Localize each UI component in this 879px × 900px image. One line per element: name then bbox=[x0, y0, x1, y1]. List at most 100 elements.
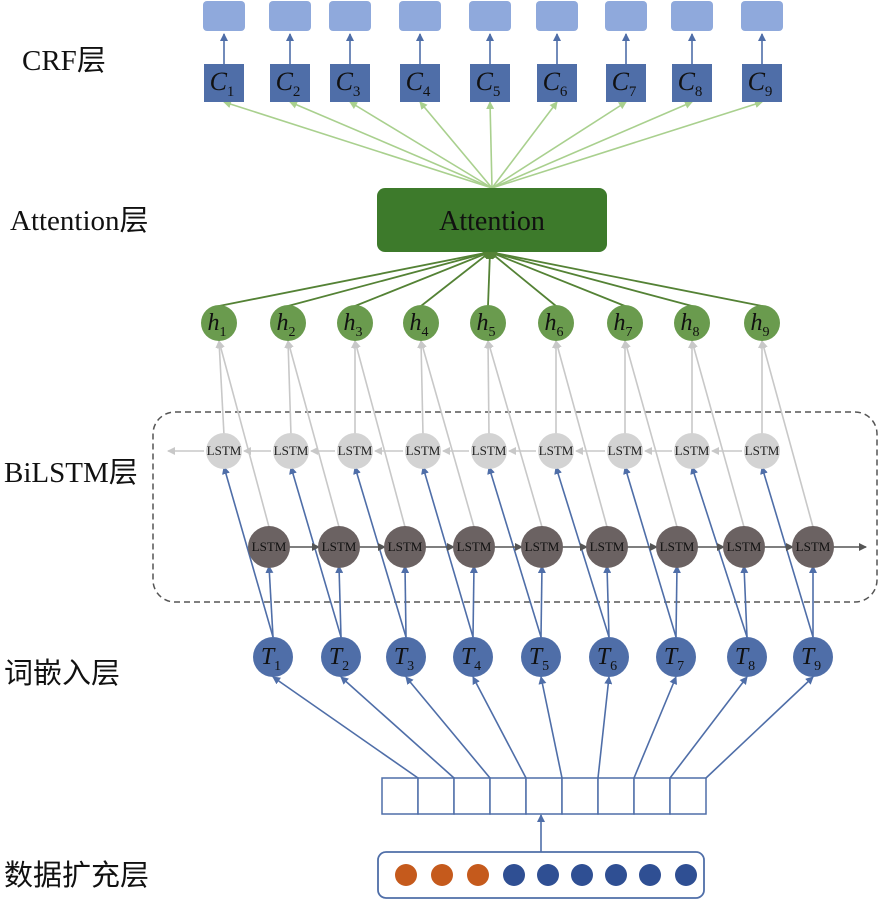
token-node bbox=[386, 637, 426, 677]
edge-token-to-lstm-back bbox=[760, 466, 814, 638]
edge-h-to-attention bbox=[489, 249, 763, 307]
token-node bbox=[253, 637, 293, 677]
hidden-node bbox=[201, 305, 237, 341]
hidden-node-label: h2 bbox=[277, 310, 296, 340]
lstm-forward-label: LSTM bbox=[660, 539, 695, 554]
edge-lstm-back-to-h bbox=[215, 340, 225, 436]
vector-cell bbox=[633, 777, 671, 815]
token-node-label: T3 bbox=[394, 644, 414, 674]
hidden-node-label: h4 bbox=[410, 310, 429, 340]
edge-attention-to-crf bbox=[223, 100, 493, 189]
augmentation-dot bbox=[571, 864, 593, 886]
lstm-backward-label: LSTM bbox=[745, 443, 780, 458]
crf-node bbox=[470, 64, 510, 102]
edge-vector-to-token bbox=[405, 676, 491, 779]
edge-attention-to-crf bbox=[349, 101, 493, 189]
hidden-node bbox=[744, 305, 780, 341]
output-box bbox=[469, 1, 511, 31]
hidden-node-label: h3 bbox=[344, 310, 363, 340]
token-node-label: T9 bbox=[801, 644, 821, 674]
edge-h-to-attention bbox=[489, 249, 693, 307]
crf-node-label: C2 bbox=[276, 67, 301, 100]
edge-attention-to-crf bbox=[419, 101, 493, 189]
hidden-node-label: h7 bbox=[614, 310, 633, 340]
crf-node-label: C6 bbox=[543, 67, 568, 100]
lstm-backward-label: LSTM bbox=[608, 443, 643, 458]
lstm-backward-node bbox=[674, 433, 710, 469]
bilstm-frame bbox=[152, 411, 878, 603]
edge-h-to-attention bbox=[489, 251, 557, 307]
token-node-label: T1 bbox=[261, 644, 281, 674]
crf-node-label: C4 bbox=[406, 67, 431, 100]
edge-lstm-fwd-to-h bbox=[285, 340, 340, 528]
token-node-label: T2 bbox=[329, 644, 349, 674]
output-box bbox=[329, 1, 371, 31]
token-node bbox=[453, 637, 493, 677]
lstm-backward-node bbox=[607, 433, 643, 469]
edge-lstm-back-to-h bbox=[417, 340, 426, 436]
hidden-node-label: h8 bbox=[681, 310, 700, 340]
edge-token-to-lstm-back bbox=[289, 466, 342, 638]
augmentation-dot bbox=[675, 864, 697, 886]
output-box bbox=[399, 1, 441, 31]
vector-cell bbox=[525, 777, 563, 815]
edge-vector-to-token bbox=[597, 676, 613, 779]
edge-h-to-attention bbox=[218, 249, 491, 307]
hidden-node bbox=[607, 305, 643, 341]
edge-token-to-lstm-back bbox=[623, 466, 677, 638]
edge-vector-to-token bbox=[340, 676, 455, 779]
augmentation-dot bbox=[639, 864, 661, 886]
hidden-node-label: h6 bbox=[545, 310, 564, 340]
token-node bbox=[656, 637, 696, 677]
attention-box-label: Attention bbox=[439, 206, 545, 237]
token-node-label: T7 bbox=[664, 644, 684, 674]
hidden-node bbox=[470, 305, 506, 341]
edge-h-to-attention bbox=[485, 251, 494, 307]
lstm-backward-node bbox=[405, 433, 441, 469]
hidden-node bbox=[403, 305, 439, 341]
edge-lstm-fwd-to-h bbox=[553, 340, 608, 528]
edges-layer bbox=[167, 33, 867, 852]
edge-token-to-lstm-back bbox=[421, 466, 474, 638]
augmentation-dot bbox=[605, 864, 627, 886]
edge-attention-to-crf bbox=[491, 101, 627, 189]
token-node-label: T8 bbox=[735, 644, 755, 674]
edge-token-to-lstm-fwd bbox=[537, 565, 546, 638]
lstm-backward-node bbox=[337, 433, 373, 469]
lstm-forward-node bbox=[453, 526, 495, 568]
crf-node-label: C3 bbox=[336, 67, 361, 100]
lstm-backward-label: LSTM bbox=[406, 443, 441, 458]
edge-attention-to-crf bbox=[486, 101, 495, 189]
lstm-forward-node bbox=[792, 526, 834, 568]
crf-node bbox=[672, 64, 712, 102]
edge-token-to-lstm-fwd bbox=[401, 565, 410, 638]
edge-attention-to-crf bbox=[491, 100, 763, 189]
attention-box bbox=[377, 188, 607, 252]
edge-lstm-back-to-h bbox=[284, 340, 293, 436]
crf-node bbox=[606, 64, 646, 102]
lstm-forward-node bbox=[248, 526, 290, 568]
hidden-node bbox=[674, 305, 710, 341]
edge-token-to-lstm-back bbox=[222, 466, 274, 638]
edge-vector-to-token bbox=[272, 676, 419, 779]
token-node bbox=[321, 637, 361, 677]
edge-lstm-fwd-to-h bbox=[486, 340, 543, 528]
edge-lstm-fwd-to-h bbox=[352, 340, 406, 528]
embedding-vector bbox=[381, 777, 707, 815]
crf-node-label: C9 bbox=[748, 67, 773, 100]
edge-vector-to-token bbox=[705, 676, 814, 779]
edge-vector-to-token bbox=[633, 676, 678, 779]
lstm-backward-label: LSTM bbox=[675, 443, 710, 458]
hidden-node bbox=[270, 305, 306, 341]
edge-lstm-fwd-to-h bbox=[419, 340, 475, 528]
lstm-forward-label: LSTM bbox=[322, 539, 357, 554]
augmentation-dots bbox=[395, 864, 697, 886]
hidden-node-label: h1 bbox=[208, 310, 227, 340]
edge-h-to-attention bbox=[420, 251, 491, 307]
crf-node-label: C1 bbox=[210, 67, 235, 100]
lstm-forward-node bbox=[318, 526, 360, 568]
edge-h-to-attention bbox=[287, 249, 491, 307]
layer-label-attention: Attention层 bbox=[10, 205, 149, 237]
hidden-node-label: h9 bbox=[751, 310, 770, 340]
crf-node bbox=[204, 64, 244, 102]
